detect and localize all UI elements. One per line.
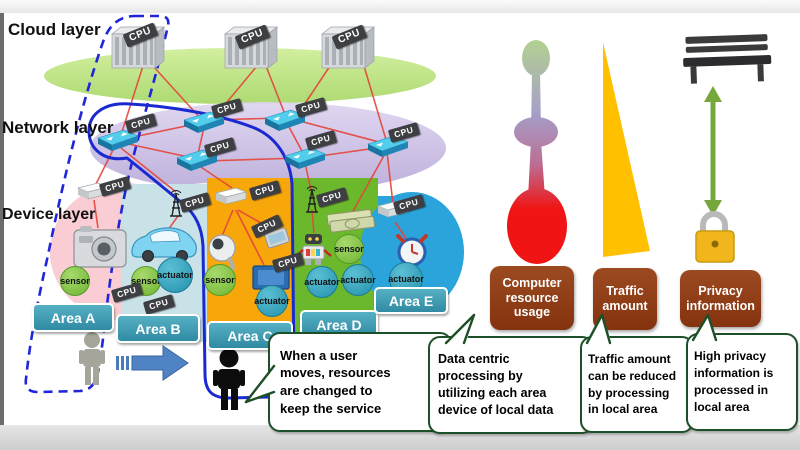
privacy-information-label: Privacy information bbox=[680, 270, 761, 327]
new-resource-outline-solid bbox=[87, 102, 296, 400]
padlock-icon bbox=[695, 211, 735, 263]
resource-usage-indicator bbox=[507, 40, 567, 264]
sensor-node: sensor bbox=[334, 234, 364, 264]
privacy-processed-bubble: High privacy information is processed in… bbox=[686, 333, 798, 431]
money-icon bbox=[326, 209, 376, 233]
actuator-node: actuator bbox=[340, 264, 376, 296]
network-layer-ellipse bbox=[90, 102, 446, 194]
cloud-layer-label: Cloud layer bbox=[8, 20, 101, 39]
data-centric-bubble: Data centric processing by utilizing eac… bbox=[428, 336, 594, 434]
network-layer-label: Network layer bbox=[2, 118, 114, 137]
traffic-amount-indicator bbox=[603, 42, 650, 257]
device-layer-label: Device layer bbox=[2, 206, 96, 223]
alarm-clock-icon bbox=[396, 234, 428, 267]
actuator-node: actuator bbox=[254, 285, 290, 317]
bench-icon bbox=[683, 34, 772, 84]
area-a-label: Area A bbox=[32, 303, 114, 332]
sensor-node: sensor bbox=[204, 264, 236, 296]
area-b-label: Area B bbox=[116, 314, 200, 343]
actuator-node: actuator bbox=[157, 257, 193, 293]
robot-icon bbox=[295, 234, 332, 265]
traffic-amount-label: Traffic amount bbox=[593, 268, 657, 330]
move-arrow-icon bbox=[116, 345, 189, 381]
sensor-node: sensor bbox=[60, 266, 90, 296]
old-resource-outline-dashed bbox=[24, 14, 170, 394]
top-frame-bar bbox=[0, 0, 800, 13]
user-icon-previous bbox=[79, 332, 105, 385]
tablet-icon bbox=[264, 227, 290, 249]
traffic-reduced-bubble: Traffic amount can be reduced by process… bbox=[580, 336, 694, 433]
left-frame-edge bbox=[0, 13, 4, 425]
privacy-indicator bbox=[683, 34, 772, 263]
computer-resource-usage-label: Computer resource usage bbox=[490, 266, 574, 330]
actuator-node: actuator bbox=[304, 266, 340, 298]
area-e-label: Area E bbox=[374, 287, 448, 314]
user-icon-current bbox=[213, 348, 245, 410]
car-icon bbox=[131, 227, 197, 262]
double-arrow-icon bbox=[704, 86, 722, 216]
camera-icon bbox=[73, 226, 127, 268]
user-move-bubble: When a user moves, resources are changed… bbox=[268, 332, 452, 432]
